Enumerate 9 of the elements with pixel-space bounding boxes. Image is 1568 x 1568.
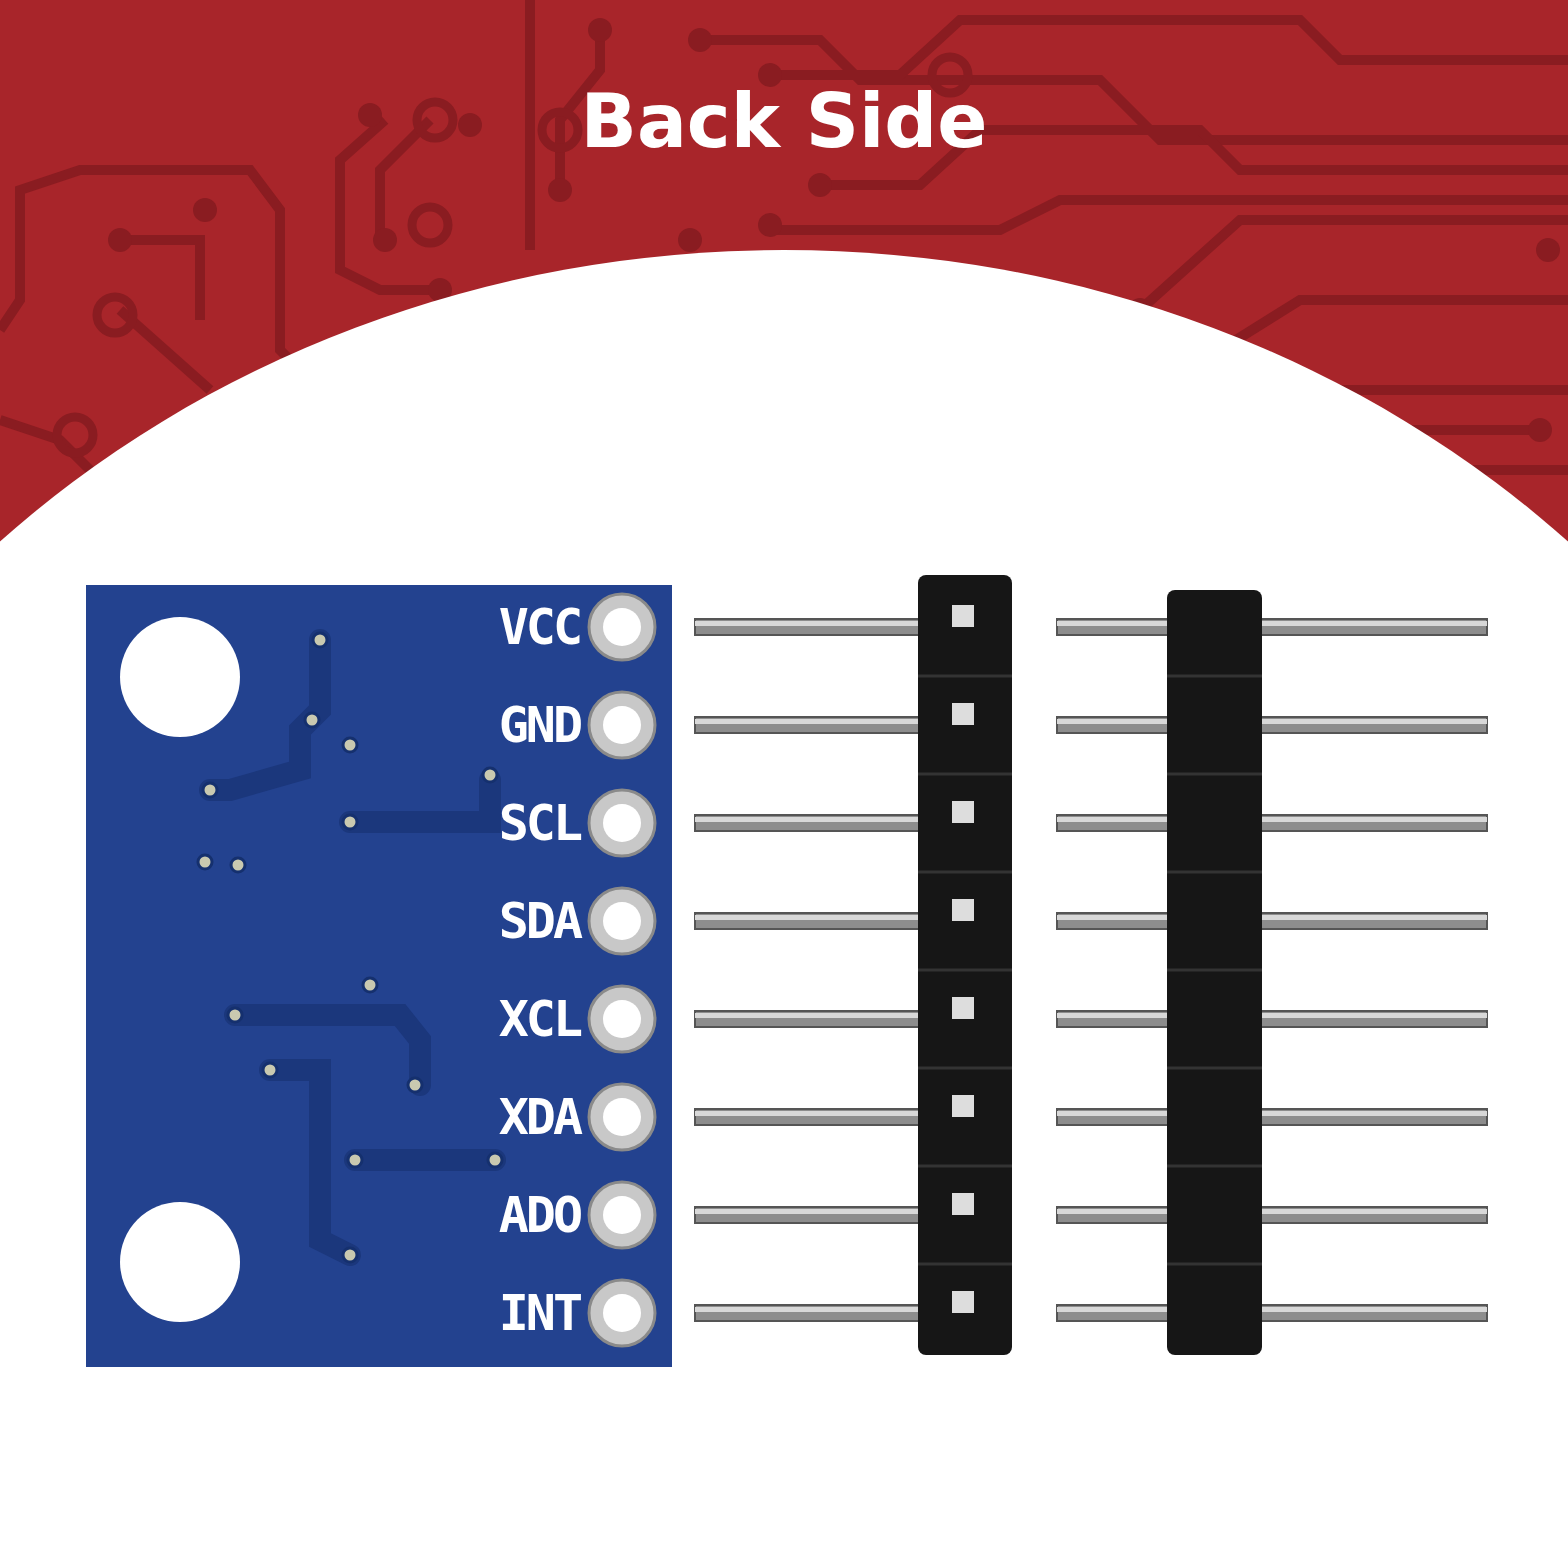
pin-label: INT xyxy=(497,1285,580,1341)
pin-label: XCL xyxy=(497,991,580,1047)
pin-label: VCC xyxy=(497,599,580,655)
pin-label: GND xyxy=(497,697,580,753)
pin-label: SCL xyxy=(497,795,580,851)
pin-label: ADO xyxy=(497,1187,580,1243)
pin-label: XDA xyxy=(497,1089,580,1145)
title: Back Side xyxy=(580,78,988,164)
pin-label: SDA xyxy=(497,893,580,949)
